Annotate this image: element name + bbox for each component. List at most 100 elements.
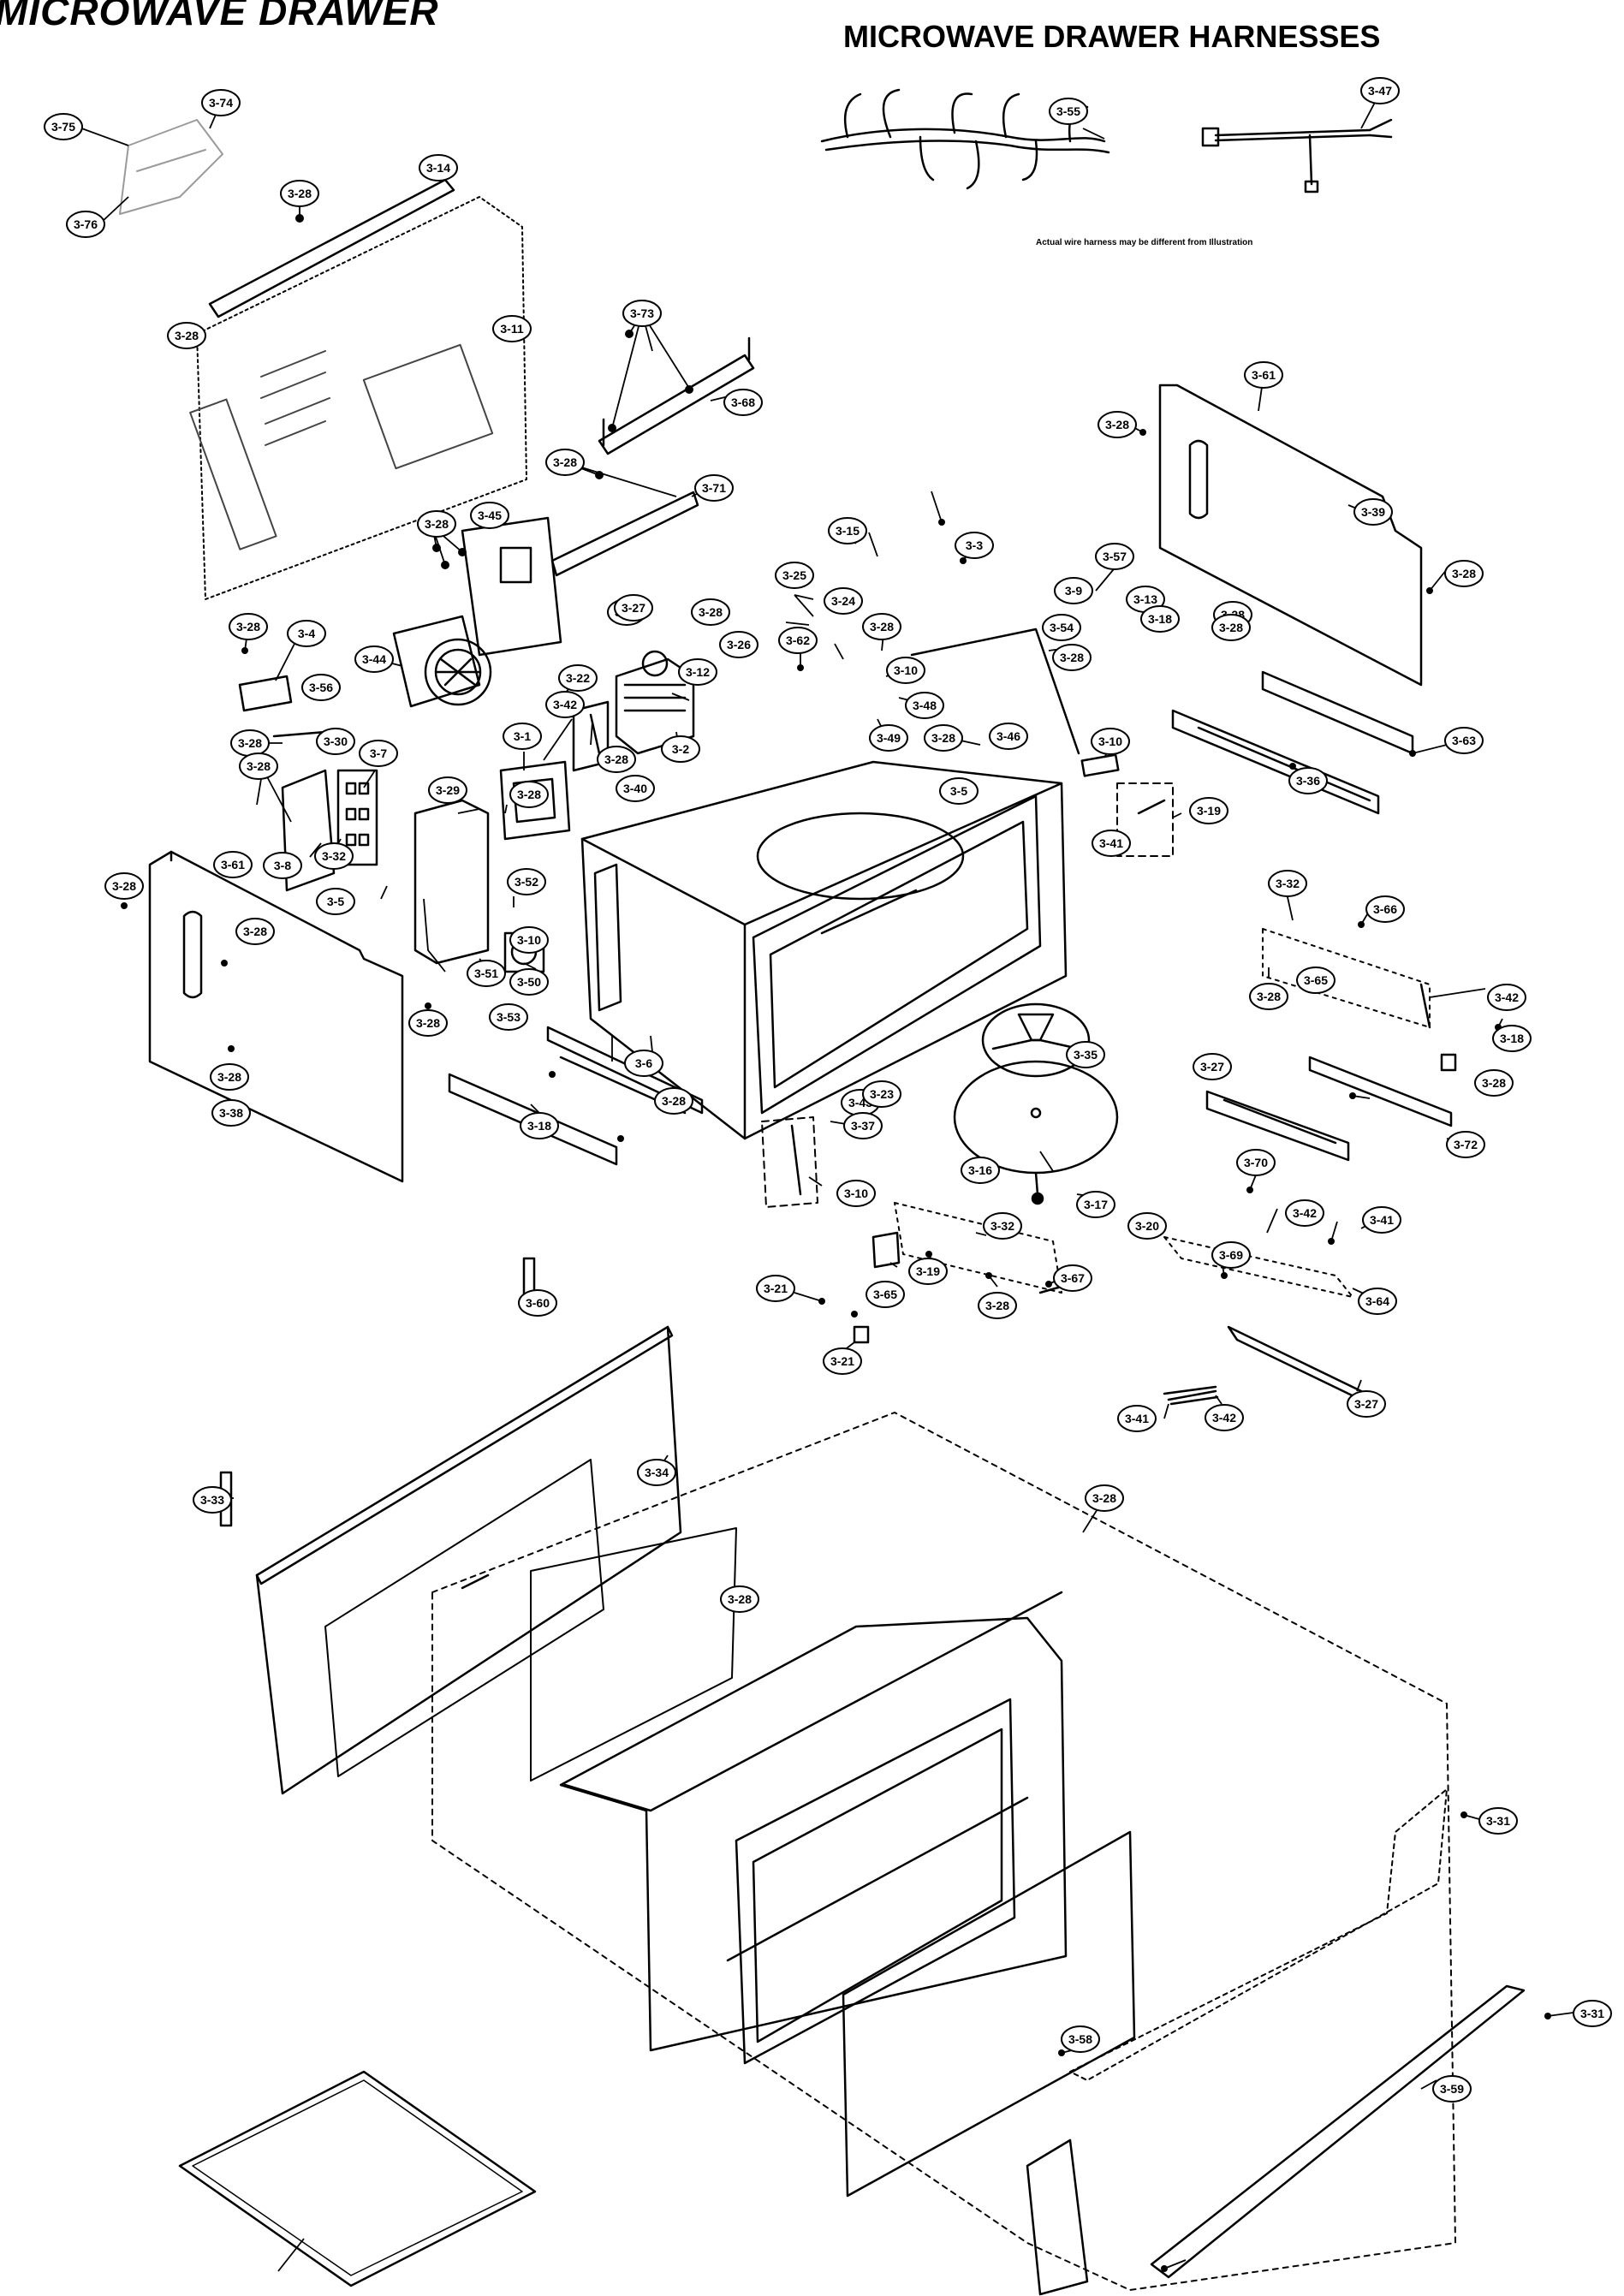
callout-bubble [211, 1099, 251, 1127]
callout-bubble [843, 1112, 883, 1139]
callout-bubble [316, 728, 355, 755]
callout-bubble [989, 723, 1028, 750]
callout-3-28: 3-28 [210, 1063, 249, 1091]
tray-3-59-part [178, 2070, 537, 2287]
callout-label: 3-27 [1200, 1060, 1224, 1074]
callout-3-54: 3-54 [1042, 614, 1081, 641]
callout-3-31: 3-31 [1573, 2000, 1612, 2027]
callout-bubble [104, 872, 144, 900]
callout-3-28: 3-28 [691, 598, 730, 626]
callout-3-24: 3-24 [824, 587, 863, 615]
callout-3-2: 3-2 [661, 735, 700, 763]
callout-3-1: 3-1 [503, 723, 542, 750]
callout-3-65: 3-65 [1296, 967, 1335, 994]
callout-label: 3-28 [870, 620, 894, 633]
callout-label: 3-41 [1370, 1213, 1394, 1227]
callout-label: 3-60 [526, 1296, 550, 1310]
callout-label: 3-11 [500, 322, 523, 336]
callout-3-62: 3-62 [778, 627, 818, 654]
callout-label: 3-65 [873, 1288, 897, 1301]
callout-label: 3-28 [1219, 621, 1243, 634]
callout-bubble [280, 180, 319, 207]
callout-bubble [824, 587, 863, 615]
callout-bubble [509, 968, 549, 996]
callout-label: 3-41 [1099, 836, 1123, 850]
callout-bubble [1244, 361, 1283, 389]
switch-bracket-3-37-part [761, 1116, 818, 1208]
callout-label: 3-28 [662, 1094, 686, 1108]
callout-label: 3-68 [731, 396, 755, 409]
left-side-panel-part [148, 850, 404, 1183]
callout-label: 3-57 [1103, 550, 1127, 563]
callout-3-28: 3-28 [230, 729, 270, 757]
callout-label: 3-18 [1500, 1032, 1524, 1045]
callout-3-50: 3-50 [509, 968, 549, 996]
back-panel-detail [189, 343, 494, 550]
callout-bubble [719, 631, 758, 658]
transformer-part [499, 760, 571, 841]
callout-bubble [518, 1289, 557, 1317]
callout-bubble [558, 664, 598, 692]
callout-3-28: 3-28 [720, 1585, 759, 1613]
callout-bubble [44, 113, 83, 140]
callout-bubble [1095, 543, 1134, 570]
callout-3-46: 3-46 [989, 723, 1028, 750]
callout-bubble [489, 1003, 528, 1031]
callout-bubble [213, 851, 253, 878]
callout-bubble [1573, 2000, 1612, 2027]
callout-bubble [1127, 1212, 1167, 1240]
callout-3-5: 3-5 [316, 888, 355, 915]
callout-label: 3-31 [1486, 1814, 1510, 1828]
callout-bubble [1474, 1069, 1514, 1097]
callout-3-9: 3-9 [1054, 577, 1093, 604]
callout-3-73: 3-73 [622, 300, 662, 327]
callout-label: 3-28 [243, 925, 267, 938]
callout-3-28: 3-28 [654, 1087, 693, 1115]
callout-bubble [316, 888, 355, 915]
callout-bubble [1091, 728, 1130, 755]
callout-bubble [419, 154, 458, 181]
callout-3-39: 3-39 [1353, 498, 1393, 526]
callout-label: 3-28 [1452, 567, 1476, 580]
callout-3-14: 3-14 [419, 154, 458, 181]
callout-bubble [654, 1087, 693, 1115]
callout-3-21: 3-21 [756, 1275, 795, 1302]
callout-3-18: 3-18 [520, 1112, 559, 1139]
callout-label: 3-27 [1354, 1397, 1378, 1411]
callout-label: 3-56 [309, 681, 333, 694]
right-side-panel-part [1158, 384, 1423, 687]
callout-bubble [616, 775, 655, 802]
callout-bubble [1285, 1199, 1324, 1227]
callout-3-38: 3-38 [211, 1099, 251, 1127]
callout-bubble [983, 1212, 1022, 1240]
callout-3-67: 3-67 [1053, 1264, 1092, 1292]
callout-label: 3-9 [1065, 584, 1082, 598]
callout-bubble [1268, 870, 1307, 897]
callout-bubble [417, 510, 456, 538]
callout-label: 3-28 [175, 329, 199, 342]
callout-3-44: 3-44 [354, 645, 394, 673]
callout-3-32: 3-32 [314, 842, 354, 870]
callout-bubble [961, 1157, 1000, 1184]
callout-label: 3-38 [219, 1106, 243, 1120]
callout-3-28: 3-28 [104, 872, 144, 900]
callout-bubble [287, 620, 326, 647]
callout-bubble [1098, 411, 1137, 438]
callout-label: 3-8 [274, 859, 291, 872]
callout-3-19: 3-19 [908, 1258, 948, 1285]
drawer-box-part [559, 1591, 1068, 2065]
callout-3-13: 3-13 [1126, 586, 1165, 613]
callout-bubble [1362, 1206, 1401, 1234]
callout-3-4: 3-4 [287, 620, 326, 647]
callout-label: 3-75 [51, 120, 75, 134]
callout-bubble [1049, 98, 1088, 125]
callout-bubble [193, 1486, 232, 1514]
callout-bubble [507, 868, 546, 895]
callout-3-10: 3-10 [1091, 728, 1130, 755]
callout-label: 3-49 [877, 731, 901, 745]
callout-bubble [1205, 1404, 1244, 1431]
callout-label: 3-71 [702, 481, 726, 495]
callout-bubble [545, 449, 585, 476]
callout-label: 3-12 [686, 665, 710, 679]
callout-label: 3-54 [1050, 621, 1074, 634]
